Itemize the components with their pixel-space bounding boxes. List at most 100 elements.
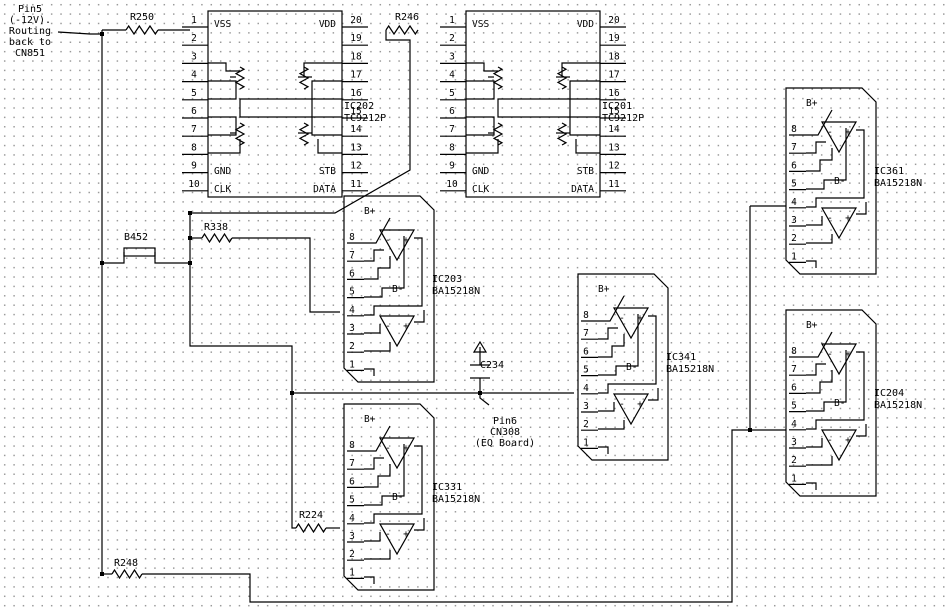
resistor-r246-symbol <box>385 24 419 36</box>
ic-part-label: BA15218N <box>666 364 714 375</box>
resistor-r250: R250 <box>125 12 159 36</box>
pin-number: 7 <box>791 364 797 375</box>
internal-trace <box>311 116 342 136</box>
pin-number: 8 <box>791 346 797 357</box>
pin-number: 1 <box>191 15 197 26</box>
pin-number: 6 <box>349 476 355 487</box>
pin-number: 11 <box>608 179 620 190</box>
routing-note-line: back to <box>9 37 51 48</box>
junction-dot <box>100 32 104 36</box>
internal-trace <box>598 446 609 454</box>
internal-trace <box>561 62 600 77</box>
internal-trace <box>598 402 615 412</box>
pin-label-data: DATA <box>571 184 594 195</box>
pin-number: 19 <box>350 33 362 44</box>
pin-label-clk: CLK <box>472 184 489 195</box>
internal-trace <box>364 457 384 470</box>
ic-ref-label: IC361 <box>874 166 904 177</box>
opamp-plus-label: + <box>403 235 409 246</box>
pin-number: 3 <box>791 215 797 226</box>
junction-dot <box>100 572 104 576</box>
pin-number: 5 <box>791 179 797 190</box>
resistor-r338: R338 <box>201 222 233 244</box>
pin-number: 12 <box>350 161 361 172</box>
pin-number: 6 <box>191 106 197 117</box>
bplus-label: B+ <box>598 284 610 295</box>
pin-number: 1 <box>449 15 455 26</box>
pin-number: 2 <box>191 33 197 44</box>
ic-ref-label: IC201 <box>602 101 632 112</box>
internal-trace <box>364 576 375 584</box>
pin-number: 6 <box>791 382 797 393</box>
pin-number: 3 <box>349 323 355 334</box>
internal-trace <box>414 518 425 531</box>
pin-number: 5 <box>349 495 355 506</box>
internal-trace <box>806 129 865 208</box>
internal-trace <box>208 62 240 72</box>
internal-trace <box>311 80 342 100</box>
potentiometer-symbol <box>492 122 504 146</box>
internal-trace <box>208 139 241 154</box>
pin-label-data: DATA <box>313 184 336 195</box>
pin-number: 6 <box>449 106 455 117</box>
bplus-label: B+ <box>806 320 818 331</box>
pin-number: 8 <box>349 232 355 243</box>
junction-dot <box>188 236 192 240</box>
pin-number: 7 <box>191 124 197 135</box>
resistor-r224-symbol <box>295 522 327 534</box>
ic-outline <box>343 403 435 591</box>
pin-number: 3 <box>583 401 589 412</box>
pin-number: 4 <box>191 70 197 81</box>
resistor-r248-symbol <box>111 568 143 580</box>
internal-trace <box>466 80 495 100</box>
internal-trace <box>239 98 313 118</box>
pin-number: 1 <box>583 437 589 448</box>
pin-number: 16 <box>350 88 362 99</box>
pin-number: 2 <box>583 419 589 430</box>
internal-trace <box>364 249 384 262</box>
pin-label-vdd: VDD <box>577 19 594 30</box>
pin-number: 11 <box>350 179 362 190</box>
ic-part-label: TC9212P <box>344 113 386 124</box>
resistor-r250-label: R250 <box>130 12 154 23</box>
resistor-r248-label: R248 <box>114 558 138 569</box>
pin-number: 13 <box>350 142 361 153</box>
pin-number: 5 <box>349 287 355 298</box>
opamp-minus-label: - <box>827 213 833 224</box>
ic-outline <box>577 273 669 461</box>
pin-number: 3 <box>449 51 455 62</box>
pin-number: 13 <box>608 142 619 153</box>
ic-part-label: BA15218N <box>432 494 480 505</box>
resistor-r248: R248 <box>111 558 143 580</box>
internal-trace <box>806 216 823 226</box>
ic-body <box>465 10 601 198</box>
pin-label-vss: VSS <box>472 19 489 30</box>
opamp-triangle-icon <box>378 523 416 556</box>
opamp-minus-label: - <box>827 435 833 446</box>
opamp-plus-label: + <box>637 313 643 324</box>
potentiometer-symbol <box>492 66 504 90</box>
pin-number: 6 <box>583 346 589 357</box>
pin-number: 14 <box>608 124 620 135</box>
opamp-triangle-icon <box>378 315 416 348</box>
opamp-plus-label: + <box>845 349 851 360</box>
opamp-minus-label: - <box>385 235 391 246</box>
opamp-triangle-icon <box>820 429 858 462</box>
internal-trace <box>806 370 833 394</box>
internal-trace <box>364 324 381 334</box>
resistor-r338-symbol <box>201 232 233 244</box>
pin-number: 9 <box>191 161 197 172</box>
pin-number: 8 <box>449 142 455 153</box>
pin-label-vdd: VDD <box>319 19 336 30</box>
potentiometer-symbol <box>556 66 568 90</box>
bead-b452-label: B452 <box>124 232 148 243</box>
pin-label-clk: CLK <box>214 184 231 195</box>
ic-ref-label: IC331 <box>432 482 462 493</box>
internal-trace <box>466 116 495 136</box>
internal-trace <box>364 445 423 524</box>
internal-trace <box>856 424 867 437</box>
ic-outline <box>785 309 877 497</box>
opamp-triangle-icon <box>378 437 416 470</box>
